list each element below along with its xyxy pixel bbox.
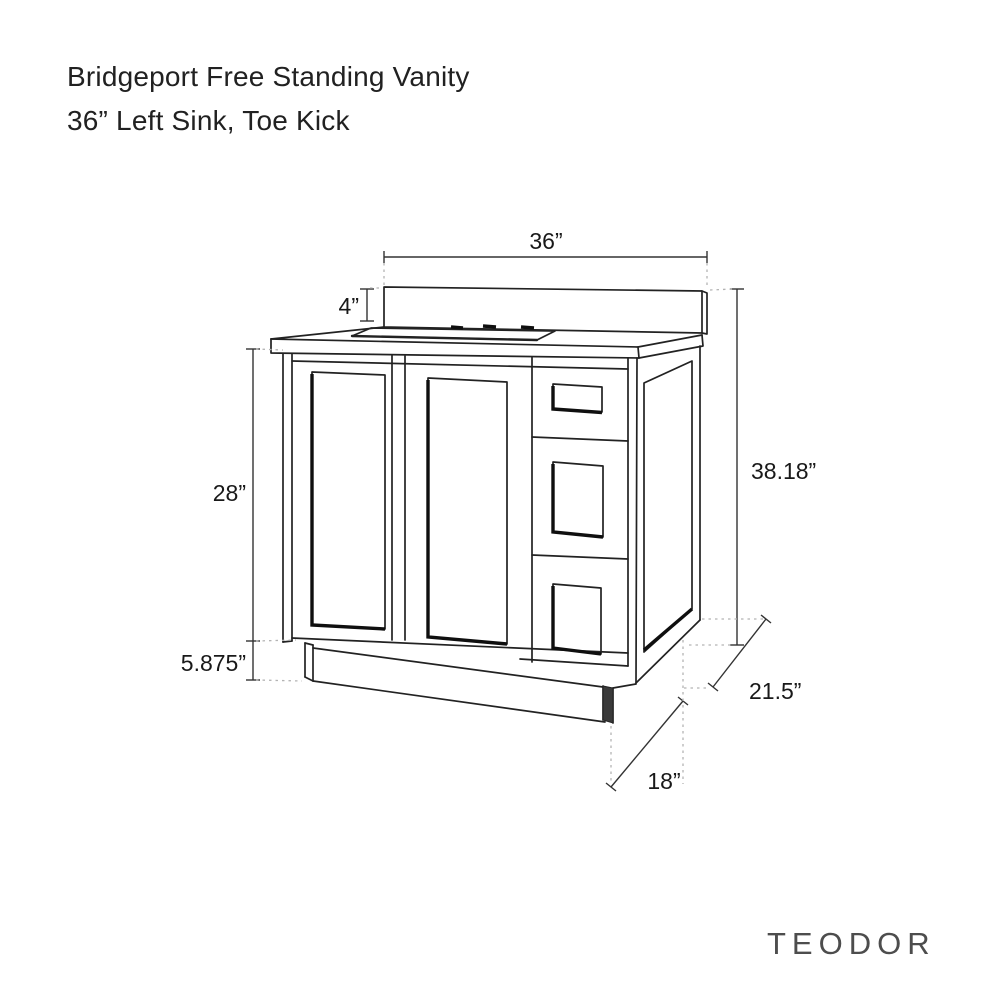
dim-door-height: 28”: [213, 348, 297, 642]
drawer-middle: [551, 461, 604, 539]
dim-label-toe-kick-depth: 18”: [647, 768, 680, 794]
left-door: [310, 371, 386, 631]
dim-label-toe-kick-height: 5.875”: [181, 650, 246, 676]
backsplash: [383, 286, 708, 335]
dim-label-overall-height: 38.18”: [751, 458, 816, 484]
cabinet-front: [282, 352, 638, 684]
dim-label-overall-depth: 21.5”: [749, 678, 801, 704]
page-title: Bridgeport Free Standing Vanity 36” Left…: [67, 55, 470, 143]
vanity: [270, 286, 708, 724]
toe-kick: [304, 642, 637, 724]
right-door: [426, 377, 508, 646]
dim-overall-depth: 21.5”: [684, 614, 801, 704]
side-panel: [635, 345, 701, 684]
dim-label-backsplash-height: 4”: [339, 293, 359, 319]
faucet-holes: [450, 324, 535, 330]
drawer-top: [551, 383, 603, 415]
dim-overall-height: 38.18”: [689, 288, 816, 646]
drawer-stack: [531, 383, 629, 656]
product-name: Bridgeport Free Standing Vanity: [67, 61, 470, 92]
dim-toe-kick-depth: 18”: [605, 640, 689, 794]
drawer-bottom: [551, 583, 602, 656]
countertop: [270, 326, 704, 359]
product-configuration: 36” Left Sink, Toe Kick: [67, 105, 350, 136]
dim-toe-kick-height: 5.875”: [181, 641, 303, 682]
dim-label-door-height: 28”: [213, 480, 246, 506]
dim-overall-width: 36”: [383, 228, 708, 287]
dim-label-overall-width: 36”: [529, 228, 562, 254]
dim-backsplash-height: 4”: [339, 287, 383, 322]
sink-cutout: [350, 327, 556, 342]
brand-logo: TEODOR: [767, 926, 936, 961]
